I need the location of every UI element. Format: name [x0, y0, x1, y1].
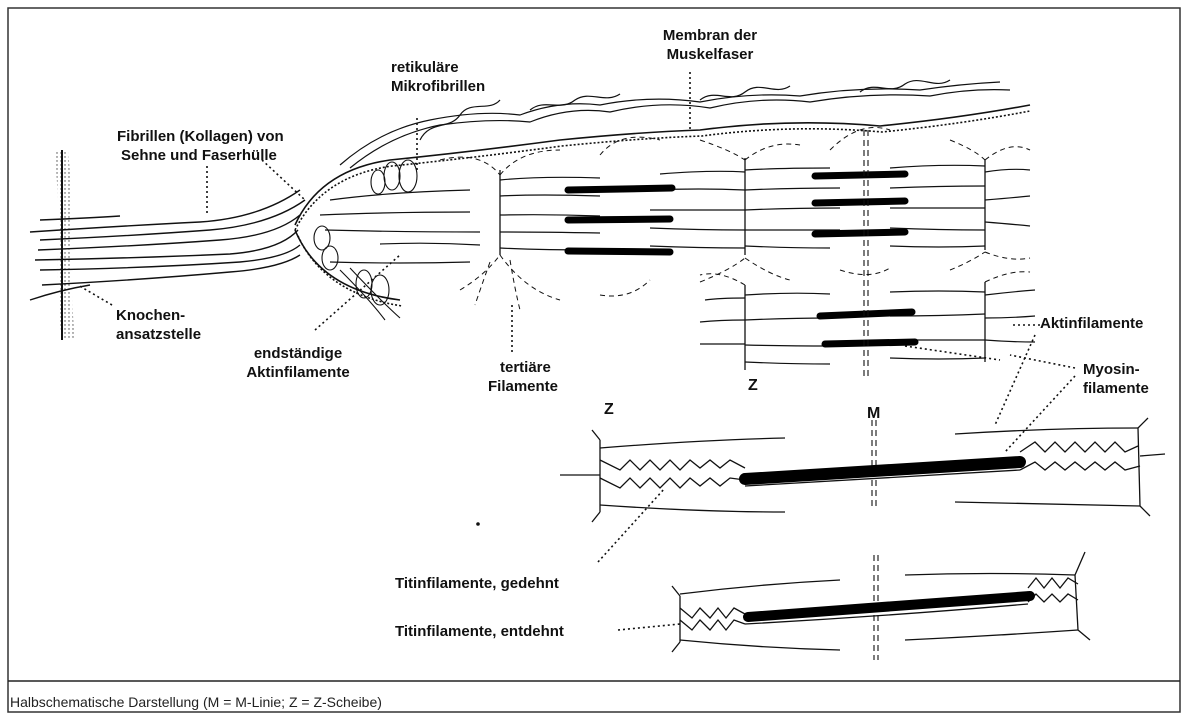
membrane-loops	[314, 160, 417, 320]
membrane-label: Membran der Muskelfaser	[640, 26, 780, 64]
reticular-label-line1: retikuläre	[391, 58, 485, 77]
membrane-label-line2: Muskelfaser	[640, 45, 780, 64]
sarcomere-relaxed	[672, 552, 1090, 652]
bone-attachment	[54, 150, 75, 340]
m-label: M	[867, 404, 880, 423]
titin-relaxed-label: Titinfilamente, entdehnt	[395, 622, 564, 641]
myosin-filaments-label-line1: Myosin-	[1083, 360, 1149, 379]
myosin-filaments-label: Myosin- filamente	[1083, 360, 1149, 398]
terminal-actin-label-line1: endständige	[228, 344, 368, 363]
bone-attachment-label-line2: ansatzstelle	[116, 325, 201, 344]
myosin-filament-relaxed	[748, 596, 1030, 617]
tertiary-filaments-label-line2: Filamente	[488, 377, 558, 396]
terminal-actin-label: endständige Aktinfilamente	[228, 344, 368, 382]
membrane-label-line1: Membran der	[640, 26, 780, 45]
terminal-actin-label-line2: Aktinfilamente	[228, 363, 368, 382]
collagen-label-line2: Sehne und Faserhülle	[117, 146, 284, 165]
collagen-label: Fibrillen (Kollagen) von Sehne und Faser…	[117, 127, 284, 165]
actin-filaments-label: Aktinfilamente	[1040, 314, 1143, 333]
actin-filaments-upper	[500, 165, 1035, 364]
figure-caption: Halbschematische Darstellung (M = M-Lini…	[10, 694, 382, 710]
collagen-label-line1: Fibrillen (Kollagen) von	[117, 127, 284, 146]
tertiary-filaments-label-line1: tertiäre	[488, 358, 558, 377]
m-line	[864, 130, 878, 660]
titin-stretched-label: Titinfilamente, gedehnt	[395, 574, 559, 593]
terminal-actin-filaments	[320, 190, 480, 263]
z-label-lower: Z	[604, 400, 614, 419]
myosin-filament-stretched	[745, 462, 1020, 479]
tertiary-filaments-label: tertiäre Filamente	[488, 358, 558, 396]
reticular-label: retikuläre Mikrofibrillen	[391, 58, 485, 96]
myosin-filaments-label-line2: filamente	[1083, 379, 1149, 398]
z-label-upper: Z	[748, 376, 758, 395]
tertiary-filaments	[440, 128, 1030, 311]
bone-attachment-label: Knochen- ansatzstelle	[116, 306, 201, 344]
reticular-label-line2: Mikrofibrillen	[391, 77, 485, 96]
bone-attachment-label-line1: Knochen-	[116, 306, 201, 325]
myosin-filaments-upper	[568, 174, 915, 344]
